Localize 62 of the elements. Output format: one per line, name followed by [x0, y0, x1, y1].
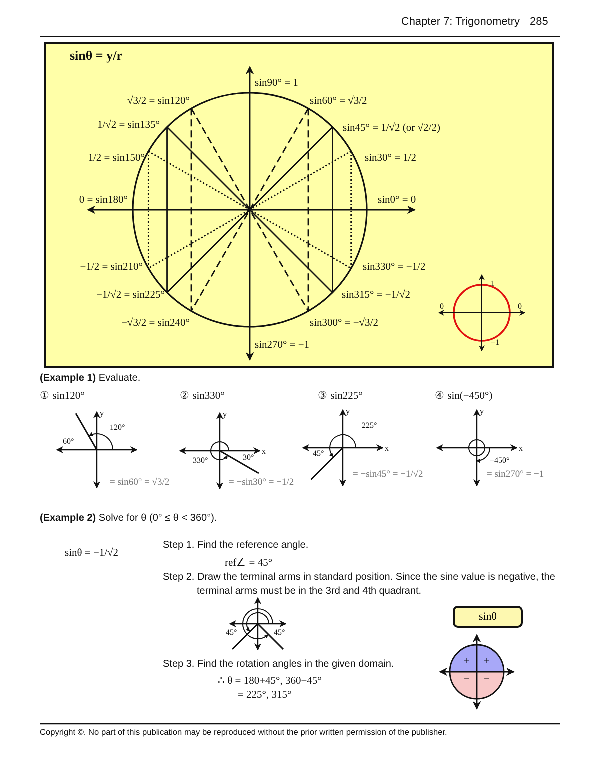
result-text: = sin270° = −1 — [487, 470, 544, 480]
sine-value-label: −1/√2 = sin225° — [96, 290, 165, 301]
angle-label: 45° — [274, 628, 286, 637]
sign-symbol: + — [484, 656, 490, 667]
axis-label: y — [100, 409, 104, 418]
angle-label: 225° — [362, 421, 378, 430]
sine-value-label: −1/2 = sin210° — [80, 262, 143, 273]
page-number: 285 — [530, 16, 548, 28]
axis-label: y — [346, 407, 350, 416]
problem-text: ② sin330° — [180, 390, 225, 402]
angle-label: −450° — [490, 456, 510, 465]
equation-text: sinθ = −1/√2 — [65, 548, 119, 559]
angle-label: 45° — [313, 449, 324, 458]
step-text: Step 2. Draw the terminal arms in standard position. Since the sine value is negative, the terminal arms must be in the 3rd and 4th quadrant. — [163, 571, 556, 599]
axis-label: x — [519, 444, 523, 453]
result-text: = −sin45° = −1/√2 — [353, 470, 424, 480]
heading: (Example 2) Solve for θ (0° ≤ θ < 360°). — [40, 513, 218, 524]
sign-symbol: − — [464, 674, 470, 685]
axis-value-label: 0 — [518, 302, 522, 311]
angle-label: 60° — [63, 437, 74, 446]
axis-value-label: −1 — [491, 338, 500, 347]
sine-value-label: sin315° = −1/√2 — [342, 290, 410, 301]
page-header: Chapter 7: Trigonometry — [401, 16, 520, 28]
problem-text: ③ sin225° — [318, 390, 363, 402]
sine-value-label: sin90° = 1 — [255, 78, 298, 89]
sine-value-label: sin60° = √3/2 — [310, 96, 368, 107]
angle-label: 30° — [243, 453, 254, 462]
sine-value-label: sin0° = 0 — [378, 195, 416, 206]
footer-text: Copyright ©. No part of this publication may be reproduced without the prior written permission of the publisher. — [40, 727, 448, 737]
sine-value-label: sin30° = 1/2 — [365, 153, 417, 164]
equation-text: = 225°, 315° — [238, 690, 292, 701]
sine-value-label: 1/2 = sin150° — [88, 153, 145, 164]
sine-value-label: sin330° = −1/2 — [363, 262, 426, 273]
axis-value-label: 1 — [491, 279, 495, 288]
angle-label: 120° — [110, 423, 126, 432]
result-text: = sin60° = √3/2 — [110, 478, 170, 488]
problem-text: ① sin120° — [40, 390, 85, 402]
formula-text: sinθ = y/r — [70, 48, 122, 64]
sine-value-label: 1/√2 = sin135° — [97, 120, 160, 131]
step-text: Step 1. Find the reference angle. — [163, 540, 309, 551]
sign-symbol: − — [484, 674, 490, 685]
axis-label: x — [385, 444, 389, 453]
equation-text: ∴ θ = 180+45°, 360−45° — [218, 675, 322, 687]
axis-label: y — [480, 407, 484, 416]
sign-symbol: + — [464, 656, 470, 667]
heading: (Example 1) Evaluate. — [40, 373, 141, 384]
equation-text: ref∠ = 45° — [225, 557, 273, 569]
sine-value-label: sin45° = 1/√2 (or √2/2) — [343, 123, 440, 134]
sine-value-label: sin300° = −√3/2 — [310, 318, 378, 329]
result-text: = −sin30° = −1/2 — [229, 478, 294, 488]
sine-value-label: 0 = sin180° — [79, 195, 128, 206]
sine-value-label: −√3/2 = sin240° — [122, 318, 190, 329]
step-text: Step 3. Find the rotation angles in the given domain. — [163, 659, 394, 670]
sine-value-label: sin270° = −1 — [255, 340, 310, 351]
axis-label: y — [223, 410, 227, 419]
axis-value-label: 0 — [440, 302, 444, 311]
angle-label: 45° — [226, 628, 238, 637]
problem-text: ④ sin(−450°) — [435, 390, 493, 402]
angle-label: 330° — [193, 456, 208, 465]
sine-value-label: √3/2 = sin120° — [127, 96, 190, 107]
label-box: sinθ — [453, 606, 523, 628]
axis-label: x — [262, 447, 266, 456]
